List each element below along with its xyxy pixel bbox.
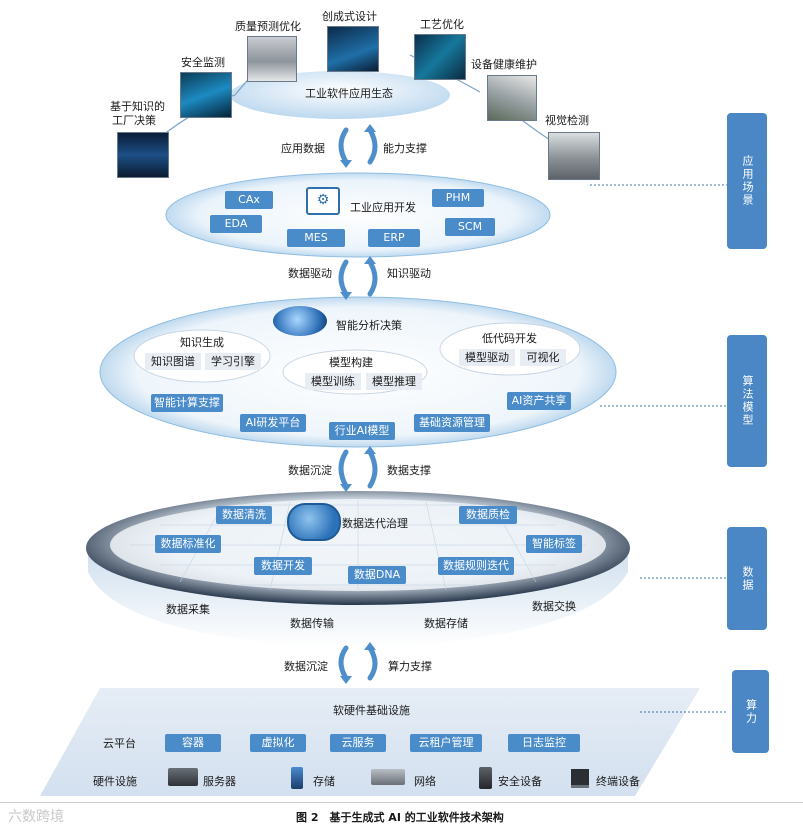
algo-box-industry-ai-model: 行业AI模型 bbox=[329, 422, 395, 440]
gear-hand-icon: ⚙ bbox=[306, 187, 340, 215]
data-box-rule-iteration: 数据规则迭代 bbox=[438, 557, 514, 575]
app-box-cax: CAx bbox=[225, 191, 273, 209]
side-tab-compute: 算力 bbox=[732, 670, 769, 753]
scenario-knowledge-decision-2: 工厂决策 bbox=[112, 114, 156, 127]
data-storage-label: 数据存储 bbox=[424, 617, 468, 630]
flow-data-precipitation: 数据沉淀 bbox=[288, 464, 332, 477]
flow-data-support: 数据支撑 bbox=[387, 464, 431, 477]
flow-data-driven: 数据驱动 bbox=[288, 267, 332, 280]
visualization-item: 可视化 bbox=[520, 349, 566, 366]
network-icon bbox=[371, 769, 405, 785]
model-building-title: 模型构建 bbox=[329, 356, 373, 369]
flow-application-data: 应用数据 bbox=[281, 142, 325, 155]
safety-monitoring-thumbnail bbox=[180, 72, 232, 118]
data-box-development: 数据开发 bbox=[254, 557, 312, 575]
data-transmission-label: 数据传输 bbox=[290, 617, 334, 630]
visual-inspection-thumbnail bbox=[548, 132, 600, 180]
algo-box-smart-compute: 智能计算支撑 bbox=[151, 394, 223, 412]
app-box-eda: EDA bbox=[210, 215, 262, 233]
app-box-erp: ERP bbox=[368, 229, 420, 247]
infra-title: 软硬件基础设施 bbox=[333, 704, 410, 717]
cloud-item-tenant-management: 云租户管理 bbox=[410, 734, 482, 752]
scenario-equipment-health: 设备健康维护 bbox=[471, 58, 537, 71]
ecosystem-title: 工业软件应用生态 bbox=[305, 87, 393, 100]
server-icon bbox=[168, 768, 198, 786]
data-box-standardization: 数据标准化 bbox=[155, 535, 221, 553]
storage-label: 存储 bbox=[313, 775, 335, 788]
data-box-smart-label: 智能标签 bbox=[526, 535, 582, 553]
security-device-icon bbox=[479, 767, 492, 789]
algo-box-ai-asset-sharing: AI资产共享 bbox=[507, 392, 571, 410]
flow-data-precipitation-2: 数据沉淀 bbox=[284, 660, 328, 673]
scenario-generative-design: 创成式设计 bbox=[322, 10, 377, 23]
scenario-process-optimization: 工艺优化 bbox=[420, 18, 464, 31]
cloud-item-log-monitoring: 日志监控 bbox=[508, 734, 580, 752]
model-driven-item: 模型驱动 bbox=[459, 349, 515, 366]
model-training-item: 模型训练 bbox=[305, 373, 361, 390]
figure-caption: 图 2 基于生成式 AI 的工业软件技术架构 bbox=[296, 811, 504, 824]
app-box-scm: SCM bbox=[445, 218, 495, 236]
data-exchange-label: 数据交换 bbox=[532, 600, 576, 613]
knowledge-decision-thumbnail bbox=[117, 132, 169, 178]
network-label: 网络 bbox=[414, 775, 436, 788]
flow-knowledge-driven: 知识驱动 bbox=[387, 267, 431, 280]
app-layer-title: 工业应用开发 bbox=[350, 201, 416, 214]
flow-compute-support: 算力支撑 bbox=[388, 660, 432, 673]
app-box-phm: PHM bbox=[432, 189, 484, 207]
cloud-item-container: 容器 bbox=[165, 734, 221, 752]
data-layer-title: 数据迭代治理 bbox=[342, 517, 408, 530]
learning-engine-item: 学习引擎 bbox=[205, 353, 261, 370]
storage-icon bbox=[291, 767, 303, 789]
cloud-item-virtualization: 虚拟化 bbox=[250, 734, 306, 752]
data-box-cleaning: 数据清洗 bbox=[216, 506, 272, 524]
knowledge-generation-title: 知识生成 bbox=[180, 336, 224, 349]
app-box-mes: MES bbox=[287, 229, 345, 247]
scenario-quality-prediction: 质量预测优化 bbox=[235, 20, 301, 33]
data-collection-label: 数据采集 bbox=[166, 603, 210, 616]
hardware-label: 硬件设施 bbox=[93, 775, 137, 788]
watermark-text: 六数跨境 bbox=[8, 809, 64, 825]
terminal-device-icon bbox=[571, 769, 589, 788]
side-tab-scenarios: 应用场景 bbox=[727, 113, 767, 249]
scenario-knowledge-decision-1: 基于知识的 bbox=[110, 100, 165, 113]
cloud-platform-label: 云平台 bbox=[103, 737, 136, 750]
side-tab-data: 数据 bbox=[727, 527, 767, 630]
scenario-visual-inspection: 视觉检测 bbox=[545, 114, 589, 127]
low-code-title: 低代码开发 bbox=[482, 332, 537, 345]
process-optimization-thumbnail bbox=[414, 34, 466, 80]
knowledge-graph-item: 知识图谱 bbox=[145, 353, 201, 370]
algo-box-base-resource: 基础资源管理 bbox=[414, 414, 490, 432]
scenario-safety-monitoring: 安全监测 bbox=[181, 56, 225, 69]
equipment-health-thumbnail bbox=[487, 75, 537, 121]
cloud-item-cloud-service: 云服务 bbox=[330, 734, 386, 752]
model-inference-item: 模型推理 bbox=[366, 373, 422, 390]
side-tab-algorithms: 算法模型 bbox=[727, 335, 767, 467]
data-box-dna: 数据DNA bbox=[348, 566, 406, 584]
server-label: 服务器 bbox=[203, 775, 236, 788]
brain-icon bbox=[273, 306, 327, 336]
flow-capability-support: 能力支撑 bbox=[383, 142, 427, 155]
algo-layer-title: 智能分析决策 bbox=[336, 319, 402, 332]
generative-design-thumbnail bbox=[327, 26, 379, 72]
caption-divider bbox=[0, 802, 803, 803]
security-device-label: 安全设备 bbox=[498, 775, 542, 788]
algo-box-ai-rd-platform: AI研发平台 bbox=[240, 414, 306, 432]
terminal-device-label: 终端设备 bbox=[596, 775, 640, 788]
data-box-quality-check: 数据质检 bbox=[459, 506, 517, 524]
quality-prediction-thumbnail bbox=[247, 36, 297, 82]
cloud-document-icon bbox=[287, 503, 341, 541]
